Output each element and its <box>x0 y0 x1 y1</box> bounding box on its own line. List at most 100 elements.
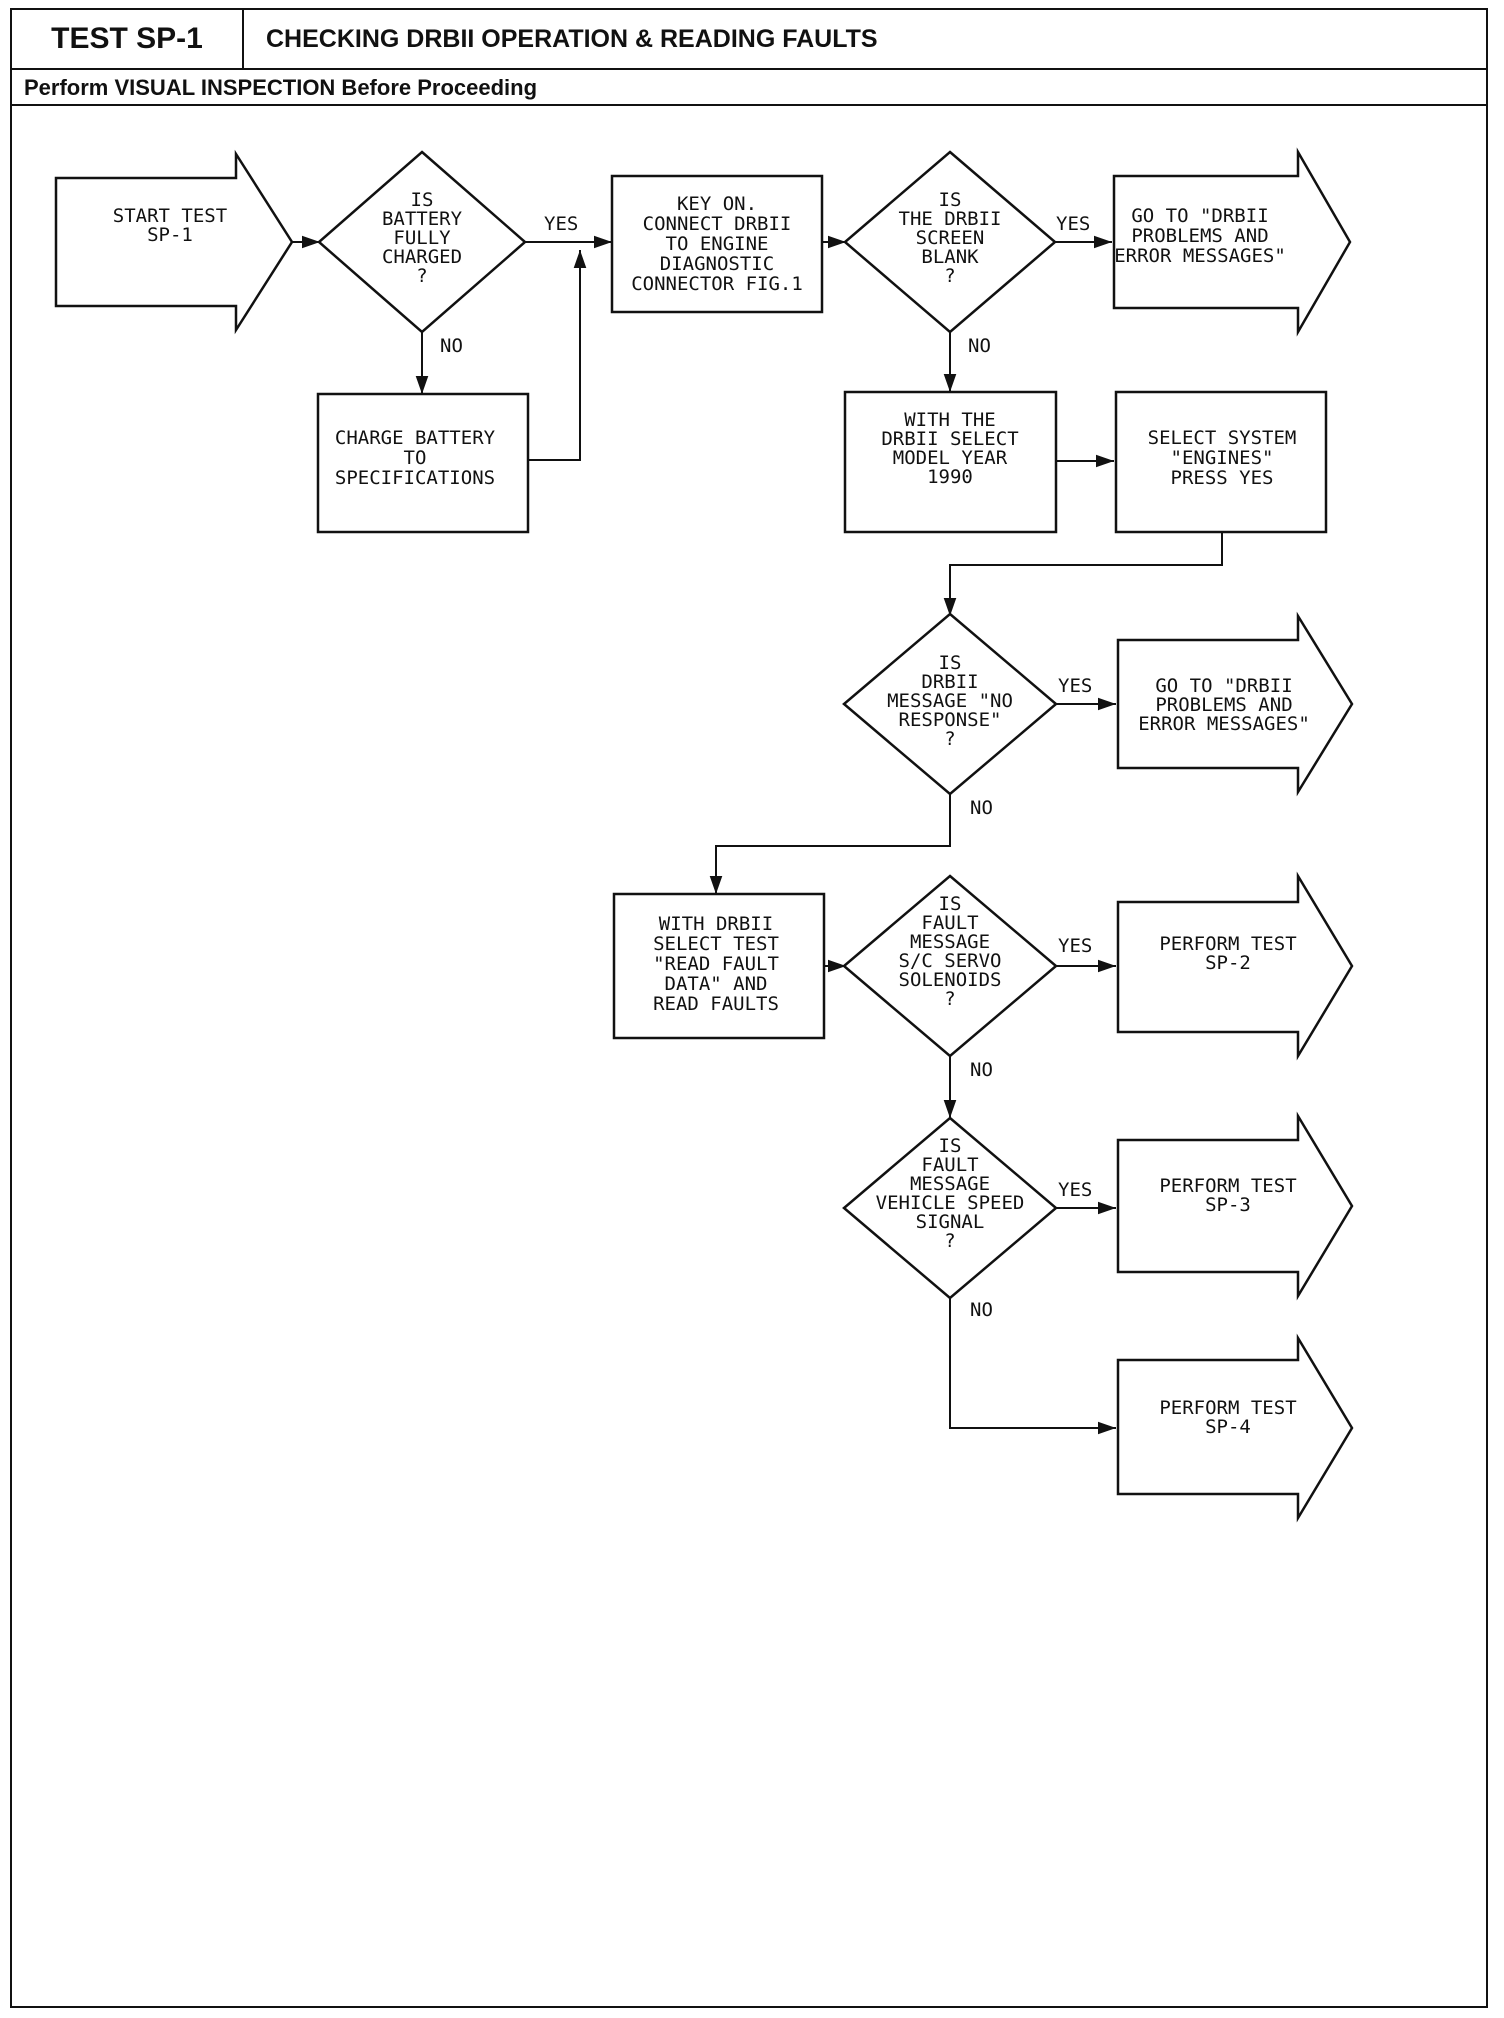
goto-problems-arrow-1 <box>1112 147 1352 337</box>
header-row: TEST SP-1 CHECKING DRBII OPERATION & REA… <box>12 10 1486 70</box>
connector-system-to-response <box>943 532 1223 616</box>
label-line: ? <box>944 265 955 287</box>
no-label-speed: NO <box>970 1299 993 1321</box>
label-line: SPECIFICATIONS <box>335 467 495 489</box>
label-line: FULLY <box>393 227 451 249</box>
label-line: READ FAULTS <box>653 993 779 1015</box>
label-line: SELECT TEST <box>653 933 779 955</box>
label-line: DRBII SELECT <box>881 428 1018 450</box>
label-line: ? <box>944 1230 955 1252</box>
label-line: FAULT <box>921 912 978 934</box>
label-line: PROBLEMS AND <box>1131 225 1268 247</box>
yes-label-speed: YES <box>1058 1179 1092 1201</box>
battery-decision <box>317 150 527 334</box>
perform-sp2-arrow <box>1116 871 1354 1061</box>
label-line: WITH DRBII <box>659 913 773 935</box>
test-title: CHECKING DRBII OPERATION & READING FAULT… <box>266 25 878 53</box>
label-line: VEHICLE SPEED <box>876 1192 1025 1214</box>
no-label-blank: NO <box>968 335 991 357</box>
select-system-label: SELECT SYSTEM"ENGINES"PRESS YES <box>1148 427 1297 489</box>
select-system-box <box>1114 390 1328 534</box>
label-line: SCREEN <box>916 227 985 249</box>
test-id-label: TEST SP-1 <box>12 10 244 68</box>
label-line: "ENGINES" <box>1171 447 1274 469</box>
label-line: PERFORM TEST <box>1159 1175 1296 1197</box>
label-line: 1990 <box>927 466 973 488</box>
label-line: IS <box>939 1135 962 1157</box>
label-line: TO <box>404 447 427 469</box>
label-line: PERFORM TEST <box>1159 1397 1296 1419</box>
no-response-decision <box>842 612 1058 796</box>
instruction-text: Perform VISUAL INSPECTION Before Proceed… <box>24 75 538 100</box>
label-line: WITH THE <box>904 409 996 431</box>
connector-charge-return <box>528 250 587 461</box>
read-faults-box <box>612 892 826 1040</box>
label-line: KEY ON. <box>677 193 757 215</box>
screen-blank-decision <box>843 150 1057 334</box>
connector-lines <box>292 235 1223 1435</box>
speed-decision <box>842 1116 1058 1300</box>
label-line: SELECT SYSTEM <box>1148 427 1297 449</box>
goto-problems-arrow-2 <box>1116 611 1354 797</box>
label-line: SP-1 <box>147 224 193 246</box>
label-line: RESPONSE" <box>899 709 1002 731</box>
instruction-row: Perform VISUAL INSPECTION Before Proceed… <box>12 70 1486 106</box>
no-label-response: NO <box>970 797 993 819</box>
label-line: PERFORM TEST <box>1159 933 1296 955</box>
connect-drbii-box <box>610 174 824 314</box>
label-line: ERROR MESSAGES" <box>1138 713 1310 735</box>
label-line: SP-2 <box>1205 952 1251 974</box>
label-line: SP-3 <box>1205 1194 1251 1216</box>
yes-label-blank: YES <box>1056 213 1090 235</box>
label-line: FAULT <box>921 1154 978 1176</box>
label-line: SOLENOIDS <box>899 969 1002 991</box>
label-line: CHARGE BATTERY <box>335 427 496 449</box>
label-line: "READ FAULT <box>653 953 779 975</box>
servo-decision <box>842 874 1058 1058</box>
yes-label-servo: YES <box>1058 935 1092 957</box>
yes-label-battery: YES <box>544 213 578 235</box>
connector-speed-no <box>949 1298 1116 1435</box>
charge-battery-box <box>316 392 530 534</box>
label-line: MODEL YEAR <box>893 447 1008 469</box>
label-line: IS <box>939 893 962 915</box>
perform-sp4-arrow <box>1116 1333 1354 1523</box>
yes-label-response: YES <box>1058 675 1092 697</box>
label-line: IS <box>411 189 434 211</box>
label-line: ? <box>944 728 955 750</box>
label-line: BATTERY <box>382 208 463 230</box>
label-line: START TEST <box>113 205 227 227</box>
label-line: DIAGNOSTIC <box>660 253 774 275</box>
label-line: MESSAGE <box>910 931 990 953</box>
label-line: BLANK <box>921 246 979 268</box>
perform-sp3-arrow <box>1116 1111 1354 1301</box>
label-line: GO TO "DRBII <box>1155 675 1292 697</box>
label-line: ? <box>416 265 427 287</box>
label-line: CONNECTOR FIG.1 <box>631 273 803 295</box>
start-arrow <box>54 149 294 335</box>
no-label-battery: NO <box>440 335 463 357</box>
label-line: DRBII <box>921 671 978 693</box>
label-line: ERROR MESSAGES" <box>1114 245 1286 267</box>
label-line: PRESS YES <box>1171 467 1274 489</box>
label-line: DATA" AND <box>665 973 768 995</box>
label-line: MESSAGE <box>910 1173 990 1195</box>
label-line: THE DRBII <box>899 208 1002 230</box>
label-line: CONNECT DRBII <box>643 213 792 235</box>
label-line: TO ENGINE <box>666 233 769 255</box>
connector-response-no <box>709 794 951 894</box>
no-label-servo: NO <box>970 1059 993 1081</box>
